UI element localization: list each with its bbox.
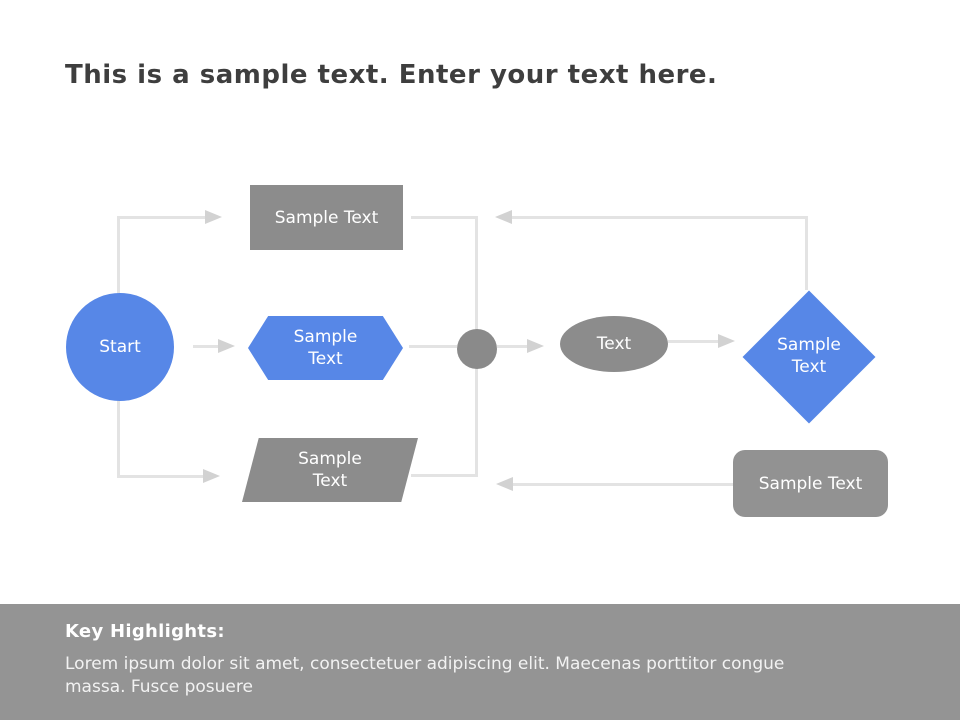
process-rectangle-node: Sample Text xyxy=(250,185,403,250)
arrowhead-right-icon xyxy=(527,339,544,353)
ellipse-node: Text xyxy=(560,316,668,372)
start-node: Start xyxy=(66,293,174,401)
slide-title: This is a sample text. Enter your text h… xyxy=(65,60,718,90)
arrowhead-right-icon xyxy=(203,469,220,483)
decision-diamond-label: Sample Text xyxy=(777,335,841,377)
arrowhead-left-icon xyxy=(496,477,513,491)
connector-start-to-hexagon xyxy=(193,345,218,348)
connector-start-to-bottom-vertical xyxy=(117,399,120,478)
connector-ellipse-to-diamond xyxy=(668,340,718,343)
connector-roundedrect-return xyxy=(512,483,733,486)
connector-start-to-bottom-horizontal xyxy=(117,475,203,478)
connector-start-to-top-horizontal xyxy=(117,216,205,219)
key-highlights-body: Lorem ipsum dolor sit amet, consectetuer… xyxy=(65,653,895,699)
arrowhead-right-icon xyxy=(218,339,235,353)
arrowhead-right-icon xyxy=(205,210,222,224)
connector-dot-to-ellipse xyxy=(497,345,527,348)
connector-hexagon-to-dot xyxy=(409,345,457,348)
connector-diamond-vertical xyxy=(805,216,808,290)
connector-diamond-return-top xyxy=(511,216,807,219)
process-rectangle-label: Sample Text xyxy=(274,207,379,228)
rounded-rectangle-node: Sample Text xyxy=(733,450,888,517)
parallelogram-label: Sample Text xyxy=(298,449,362,491)
connector-rect-to-elbow xyxy=(411,216,477,219)
arrowhead-right-icon xyxy=(718,334,735,348)
hexagon-label: Sample Text xyxy=(293,327,358,369)
junction-dot-node xyxy=(457,329,497,369)
parallelogram-node: Sample Text xyxy=(242,438,418,502)
ellipse-label: Text xyxy=(596,334,632,354)
decision-diamond-label-box: Sample Text xyxy=(759,334,859,378)
key-highlights-panel: Key Highlights: Lorem ipsum dolor sit am… xyxy=(0,604,960,720)
key-highlights-body-line2: massa. Fusce posuere xyxy=(65,677,253,697)
rounded-rectangle-label: Sample Text xyxy=(758,473,863,494)
hexagon-node: Sample Text xyxy=(248,316,403,380)
key-highlights-body-line1: Lorem ipsum dolor sit amet, consectetuer… xyxy=(65,654,785,674)
connector-elbow-to-parallelogram xyxy=(411,474,478,477)
key-highlights-heading: Key Highlights: xyxy=(65,621,225,642)
arrowhead-left-icon xyxy=(495,210,512,224)
connector-start-to-top-vertical xyxy=(117,218,120,294)
start-node-label: Start xyxy=(99,337,141,357)
